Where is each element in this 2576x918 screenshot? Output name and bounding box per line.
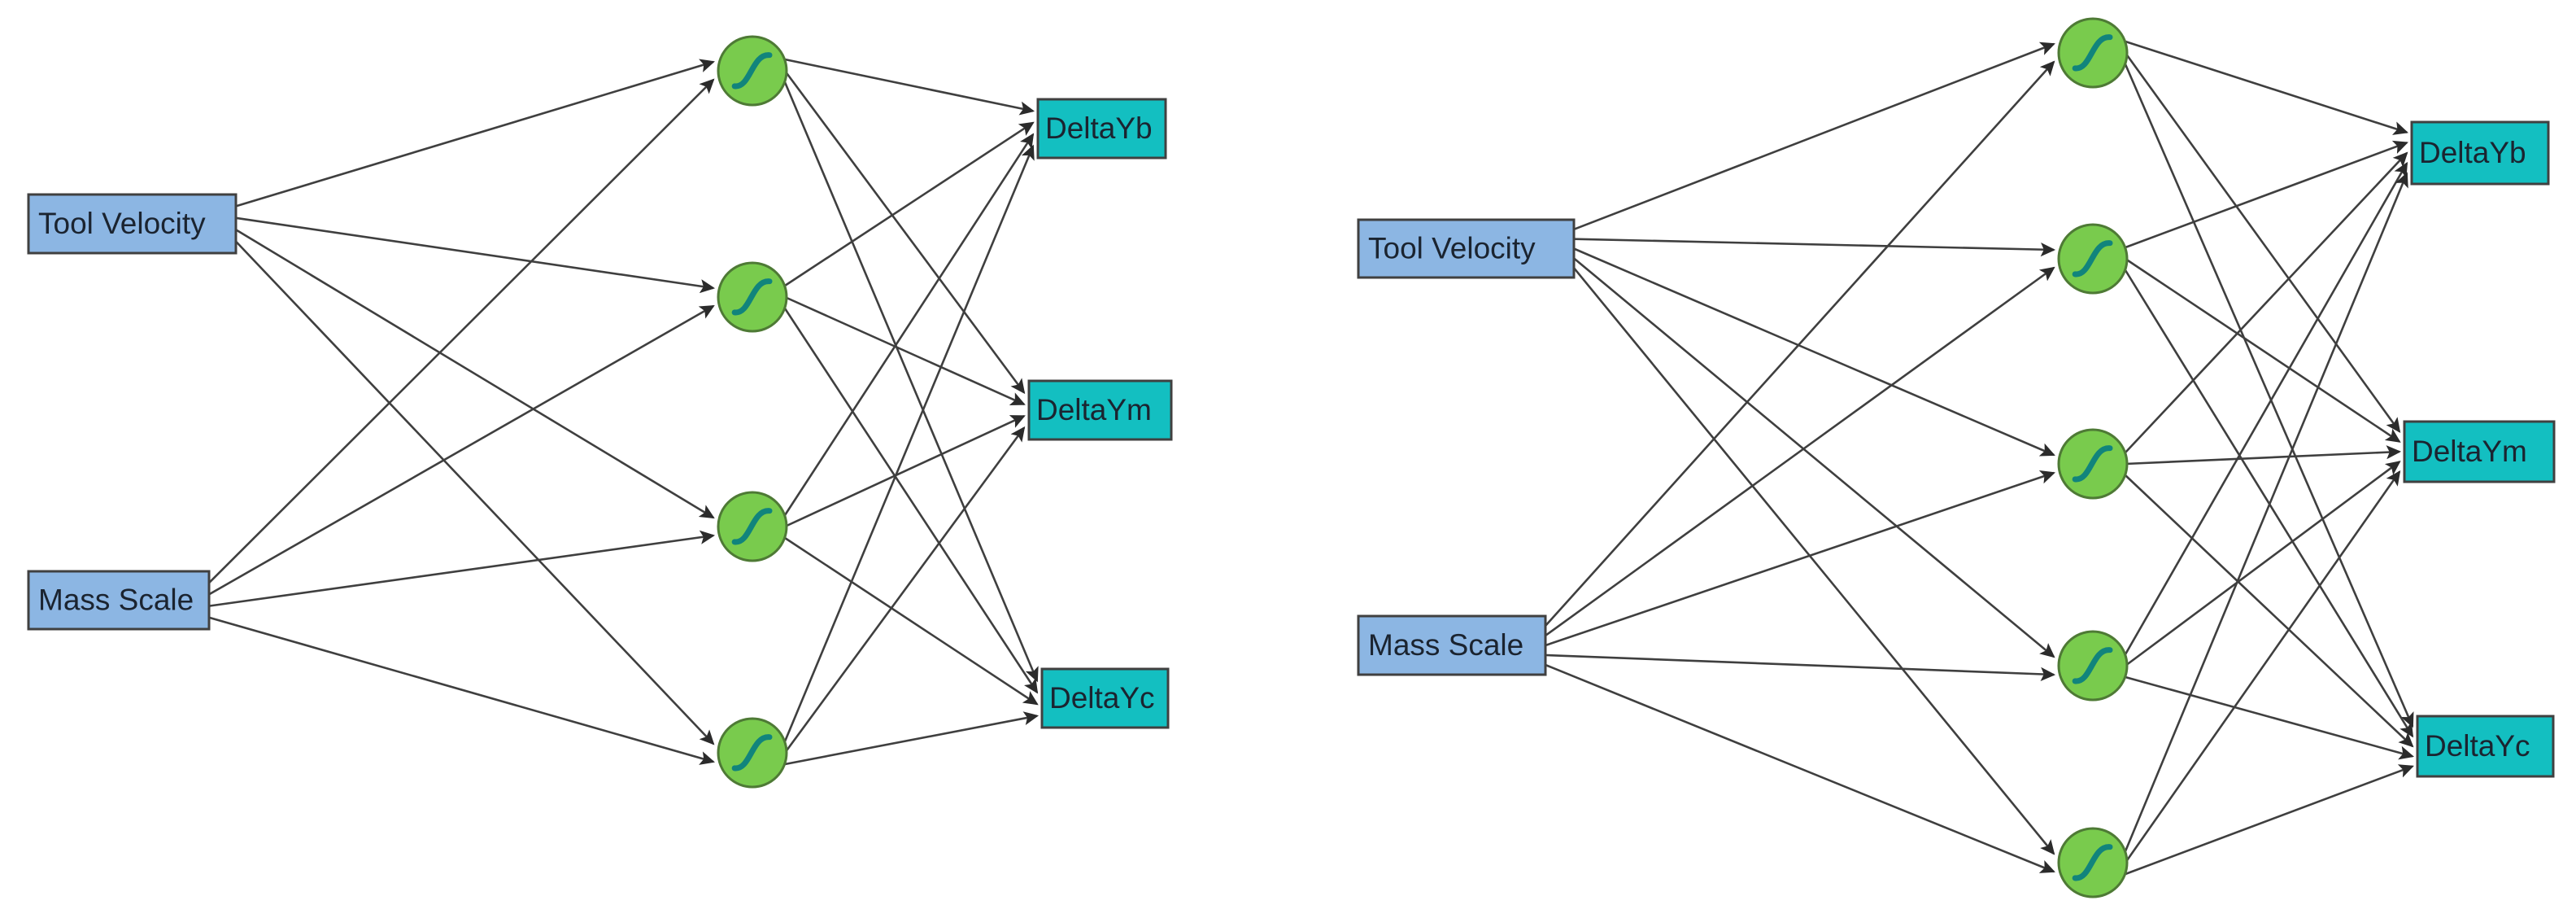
sigmoid-activation-icon (731, 52, 773, 90)
edge-R-in-0-to-R-h-0 (1573, 42, 2055, 231)
edge-R-h-2-to-R-out-2 (2125, 474, 2414, 748)
edge-L-in-1-to-L-h-3 (208, 616, 715, 765)
output-node-label: DeltaYc (1049, 681, 1155, 715)
input-box-rect (1357, 614, 1547, 676)
input-node-mass-scale[interactable]: Mass Scale (1357, 614, 1547, 676)
output-box-rect (2416, 715, 2555, 778)
edge-R-in-0-to-R-h-3 (1573, 257, 2055, 658)
edge-R-in-0-to-R-h-1 (1573, 238, 2056, 257)
output-node-label: DeltaYc (2425, 729, 2530, 763)
output-box-rect (1036, 98, 1167, 160)
input-box-rect (27, 193, 238, 255)
output-node-label: DeltaYb (1045, 111, 1153, 145)
edge-R-h-2-to-R-out-1 (2125, 445, 2402, 466)
output-node-deltaym[interactable]: DeltaYm (2403, 420, 2556, 483)
hidden-neuron[interactable] (2057, 428, 2129, 500)
sigmoid-activation-icon (2072, 445, 2113, 483)
sigmoid-activation-icon (731, 734, 773, 772)
output-box-rect (1040, 667, 1170, 729)
input-box-rect (27, 570, 211, 631)
output-node-label: DeltaYb (2419, 136, 2526, 169)
edge-L-h-3-to-L-out-0 (783, 144, 1035, 742)
hidden-neuron[interactable] (2057, 17, 2129, 89)
edge-R-h-4-to-R-out-0 (2124, 172, 2408, 852)
edge-L-in-0-to-L-h-1 (235, 216, 716, 294)
edge-R-h-0-to-R-out-0 (2125, 40, 2408, 135)
edge-L-in-0-to-L-h-3 (235, 240, 715, 745)
hidden-neuron[interactable] (717, 261, 788, 333)
sigmoid-activation-icon (2072, 34, 2113, 72)
edge-L-in-0-to-L-h-0 (235, 59, 715, 208)
edge-L-h-0-to-L-out-0 (784, 58, 1035, 116)
hidden-neuron[interactable] (717, 717, 788, 789)
output-node-deltayc[interactable]: DeltaYc (1040, 667, 1170, 729)
edge-R-in-1-to-R-h-1 (1545, 266, 2055, 637)
edge-L-in-0-to-L-h-2 (235, 229, 715, 519)
hidden-neuron[interactable] (2057, 630, 2129, 702)
input-node-label: Mass Scale (38, 583, 194, 616)
edge-R-in-1-to-R-h-2 (1545, 470, 2055, 647)
sigmoid-activation-icon (731, 508, 773, 545)
input-node-mass-scale[interactable]: Mass Scale (27, 570, 211, 631)
sigmoid-activation-icon (2072, 647, 2113, 684)
edge-R-in-1-to-R-h-0 (1545, 60, 2055, 627)
edge-L-in-1-to-L-h-2 (208, 530, 716, 607)
output-node-deltayb[interactable]: DeltaYb (2410, 120, 2550, 186)
output-box-rect (2403, 420, 2556, 483)
edge-L-h-2-to-L-out-2 (784, 536, 1039, 706)
sigmoid-activation-icon (2072, 240, 2113, 278)
output-node-deltayc[interactable]: DeltaYc (2416, 715, 2555, 778)
edge-R-h-0-to-R-out-1 (2124, 52, 2401, 434)
input-node-label: Tool Velocity (38, 207, 206, 240)
edge-L-h-3-to-L-out-2 (784, 711, 1040, 766)
output-node-deltayb[interactable]: DeltaYb (1036, 98, 1167, 160)
edge-L-in-1-to-L-h-0 (208, 78, 715, 584)
output-box-rect (2410, 120, 2550, 186)
edge-R-h-2-to-R-out-0 (2125, 151, 2408, 453)
edge-L-h-3-to-L-out-1 (783, 426, 1026, 754)
edge-L-h-0-to-L-out-2 (783, 81, 1039, 683)
edge-L-h-0-to-L-out-1 (783, 70, 1026, 395)
edge-L-in-1-to-L-h-1 (208, 304, 715, 596)
edge-R-h-0-to-R-out-2 (2124, 63, 2414, 728)
edge-R-in-0-to-R-h-2 (1573, 247, 2055, 457)
edge-L-h-1-to-L-out-0 (784, 121, 1035, 287)
output-node-deltaym[interactable]: DeltaYm (1027, 379, 1173, 441)
edge-R-h-3-to-R-out-1 (2125, 461, 2401, 667)
hidden-neuron[interactable] (717, 491, 788, 562)
edge-R-h-1-to-R-out-0 (2125, 140, 2408, 249)
output-node-label: DeltaYm (2412, 435, 2527, 468)
edge-R-h-1-to-R-out-1 (2125, 257, 2401, 443)
edge-R-in-0-to-R-h-4 (1572, 267, 2055, 855)
edge-R-h-4-to-R-out-1 (2124, 470, 2401, 863)
edge-L-h-1-to-L-out-1 (784, 295, 1026, 406)
hidden-neuron[interactable] (2057, 223, 2129, 295)
input-box-rect (1357, 218, 1576, 279)
input-node-label: Tool Velocity (1368, 231, 1536, 264)
edge-L-h-1-to-L-out-2 (783, 308, 1039, 694)
edge-L-h-2-to-L-out-0 (783, 133, 1035, 516)
edge-R-h-3-to-R-out-2 (2125, 675, 2415, 760)
edge-R-h-3-to-R-out-0 (2124, 161, 2408, 655)
input-node-tool-velocity[interactable]: Tool Velocity (1357, 218, 1576, 279)
hidden-neuron[interactable] (717, 35, 788, 107)
edge-R-h-4-to-R-out-2 (2125, 764, 2414, 876)
edge-R-in-1-to-R-h-4 (1545, 663, 2055, 873)
edge-R-in-1-to-R-h-3 (1545, 654, 2056, 681)
sigmoid-activation-icon (2072, 844, 2113, 881)
input-node-label: Mass Scale (1368, 628, 1523, 662)
edges-layer (208, 40, 2415, 876)
input-node-tool-velocity[interactable]: Tool Velocity (27, 193, 238, 255)
hidden-neuron[interactable] (2057, 827, 2129, 898)
output-node-label: DeltaYm (1036, 393, 1152, 426)
sigmoid-activation-icon (731, 278, 773, 316)
output-box-rect (1027, 379, 1173, 441)
edge-L-h-2-to-L-out-1 (784, 415, 1026, 528)
